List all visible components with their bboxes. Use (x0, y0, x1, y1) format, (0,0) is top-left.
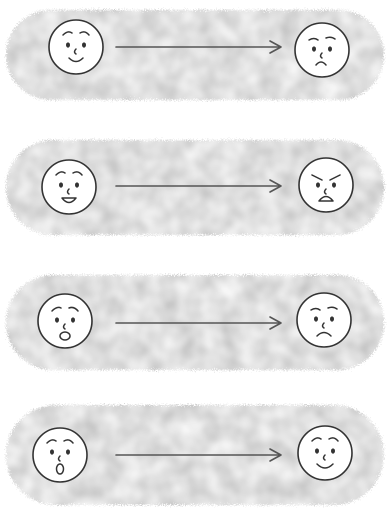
angry-face-icon (299, 158, 353, 212)
frowning-face-icon (295, 23, 349, 77)
transition-row (6, 405, 384, 505)
sad-face-icon (297, 293, 351, 347)
surprised-face-icon (33, 428, 87, 482)
worried-face-icon (38, 294, 92, 348)
laughing-face-icon (42, 160, 96, 214)
happy-face-icon (298, 426, 352, 480)
transition-row (6, 275, 384, 370)
smiling-face-icon (49, 20, 103, 74)
transition-row (6, 10, 384, 100)
transition-row (6, 140, 384, 235)
